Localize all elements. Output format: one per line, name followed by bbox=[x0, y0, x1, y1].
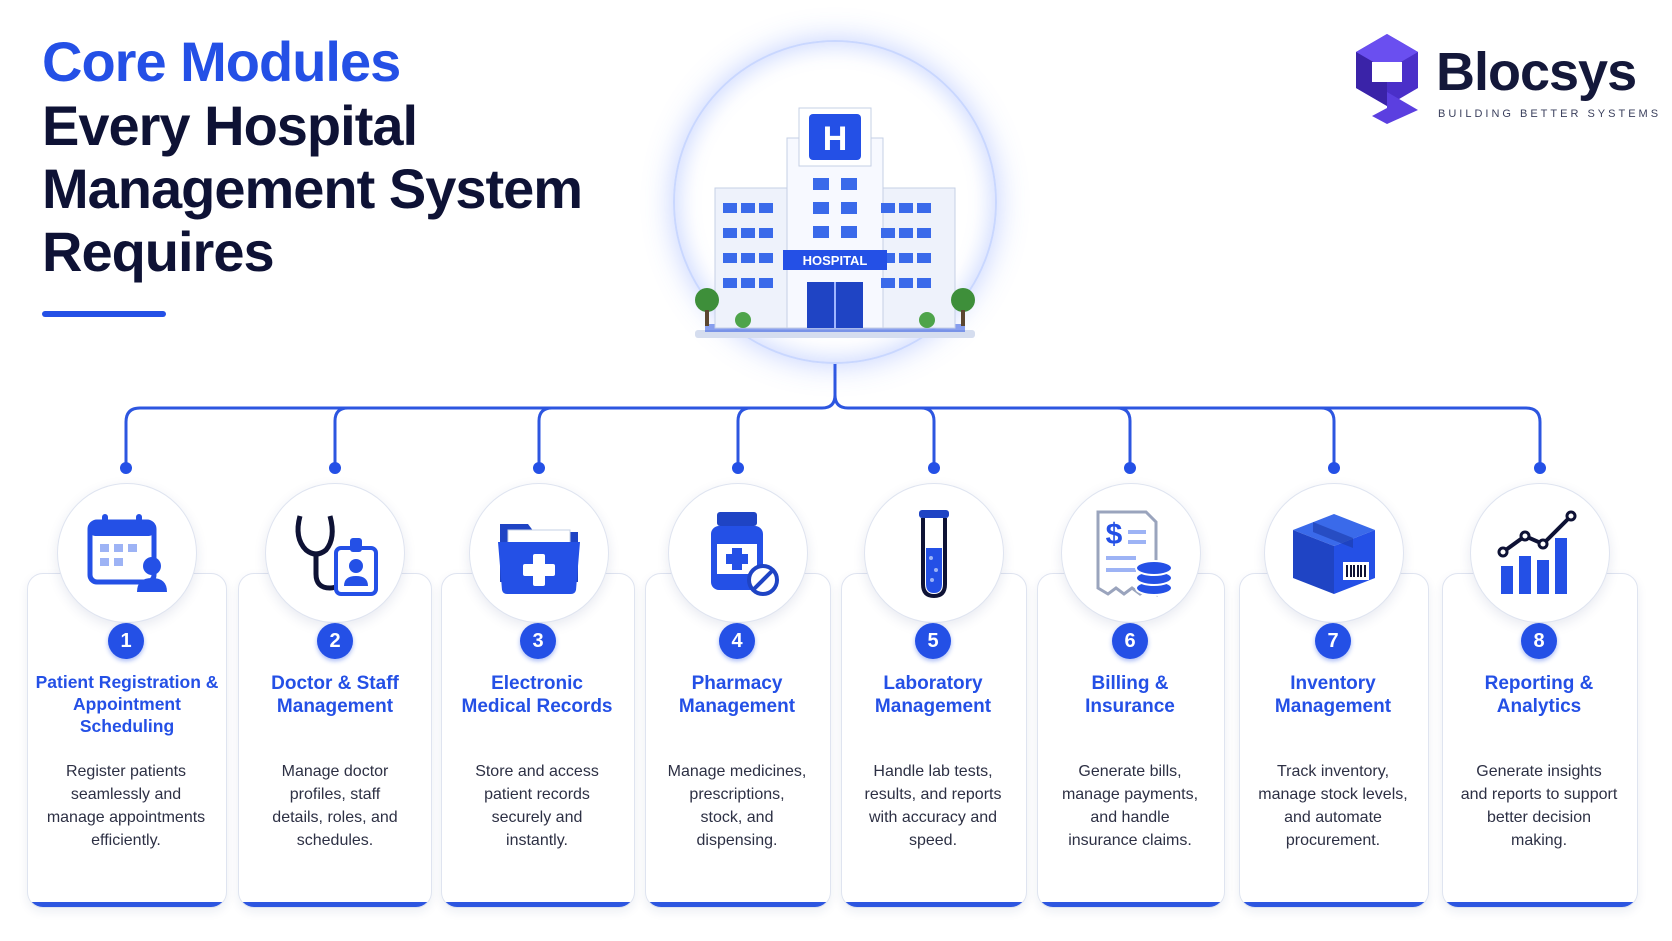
module-icon-circle-7 bbox=[1264, 483, 1404, 623]
module-icon-circle-2 bbox=[265, 483, 405, 623]
module-description-5: Handle lab tests, results, and reports w… bbox=[864, 763, 1002, 849]
package-box-icon bbox=[1293, 514, 1375, 594]
module-icon-circle-6: $ bbox=[1061, 483, 1201, 623]
module-title-5: Laboratory Management bbox=[874, 673, 992, 717]
module-description-2: Manage doctor profiles, staff details, r… bbox=[272, 763, 398, 849]
module-number-7: 7 bbox=[1315, 623, 1351, 659]
title-block: Core Modules Every Hospital Management S… bbox=[42, 30, 602, 283]
module-description-3: Store and access patient records securel… bbox=[475, 763, 599, 849]
module-title-6: Billing & Insurance bbox=[1085, 673, 1175, 717]
module-number-3: 3 bbox=[520, 623, 556, 659]
module-icon-circle-5 bbox=[864, 483, 1004, 623]
svg-text:$: $ bbox=[1106, 518, 1123, 551]
bill-coins-icon: $ bbox=[1096, 510, 1173, 597]
module-title-8: Reporting & Analytics bbox=[1484, 673, 1594, 717]
module-number-5: 5 bbox=[915, 623, 951, 659]
test-tube-icon bbox=[919, 510, 949, 598]
module-description-7: Track inventory, manage stock levels, an… bbox=[1258, 763, 1408, 849]
module-title-7: Inventory Management bbox=[1274, 673, 1392, 717]
module-description-6: Generate bills, manage payments, and han… bbox=[1061, 763, 1199, 849]
module-description-4: Manage medicines, prescriptions, stock, … bbox=[667, 763, 807, 849]
title-accent: Core Modules bbox=[42, 30, 401, 93]
module-title-1: Patient Registration & Appointment Sched… bbox=[35, 672, 219, 736]
stethoscope-badge-icon bbox=[295, 515, 378, 596]
logo-name: Blocsys bbox=[1436, 42, 1637, 102]
logo-mark-icon bbox=[1356, 34, 1418, 124]
module-icon-circle-3 bbox=[469, 483, 609, 623]
title-main: Every Hospital Management System Require… bbox=[42, 94, 583, 283]
hospital-label: HOSPITAL bbox=[803, 253, 868, 268]
module-number-4: 4 bbox=[719, 623, 755, 659]
medicine-bottle-icon bbox=[711, 512, 779, 596]
medical-folder-icon bbox=[498, 524, 580, 594]
module-description-1: Register patients seamlessly and manage … bbox=[46, 763, 206, 849]
module-number-1: 1 bbox=[108, 623, 144, 659]
module-number-8: 8 bbox=[1521, 623, 1557, 659]
module-number-6: 6 bbox=[1112, 623, 1148, 659]
module-icon-circle-1 bbox=[57, 483, 197, 623]
hospital-building-icon: H HOSPITAL bbox=[695, 107, 975, 338]
calendar-user-icon bbox=[87, 514, 167, 592]
module-number-2: 2 bbox=[317, 623, 353, 659]
title-underline bbox=[42, 311, 166, 317]
brand-logo: Blocsys BUILDING BETTER SYSTEMS bbox=[1352, 32, 1658, 128]
logo-tagline: BUILDING BETTER SYSTEMS bbox=[1438, 108, 1662, 120]
module-title-3: Electronic Medical Records bbox=[461, 673, 613, 717]
module-icon-circle-4 bbox=[668, 483, 808, 623]
module-icon-circle-8 bbox=[1470, 483, 1610, 623]
module-title-2: Doctor & Staff Management bbox=[271, 673, 399, 717]
hospital-hub: H HOSPITAL bbox=[665, 28, 1005, 368]
module-title-4: Pharmacy Management bbox=[678, 673, 796, 717]
bar-chart-trend-icon bbox=[1497, 510, 1577, 594]
hospital-sign-letter: H bbox=[823, 120, 848, 158]
module-description-8: Generate insights and reports to support… bbox=[1460, 763, 1618, 849]
